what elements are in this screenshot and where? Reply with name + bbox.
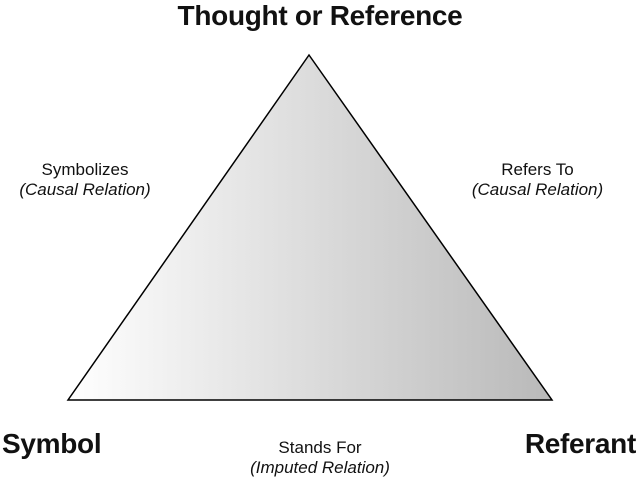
triangle-shape [66,53,554,401]
edge-bottom-sublabel: (Imputed Relation) [250,457,390,477]
edge-left-label: Symbolizes [41,160,129,179]
edge-left-sublabel: (Causal Relation) [19,179,151,199]
edge-right-label: Refers To [501,160,574,179]
edge-bottom-label-group: Stands For (Imputed Relation) [230,438,410,477]
edge-bottom-label: Stands For [278,438,362,457]
vertex-thought-or-reference: Thought or Reference [177,0,463,31]
vertex-referant: Referant [524,428,636,459]
vertex-symbol: Symbol [2,428,102,459]
edge-right-label-group: Refers To (Causal Relation) [450,160,625,199]
edge-left-label-group: Symbolizes (Causal Relation) [0,160,170,199]
edge-right-sublabel: (Causal Relation) [471,179,604,199]
